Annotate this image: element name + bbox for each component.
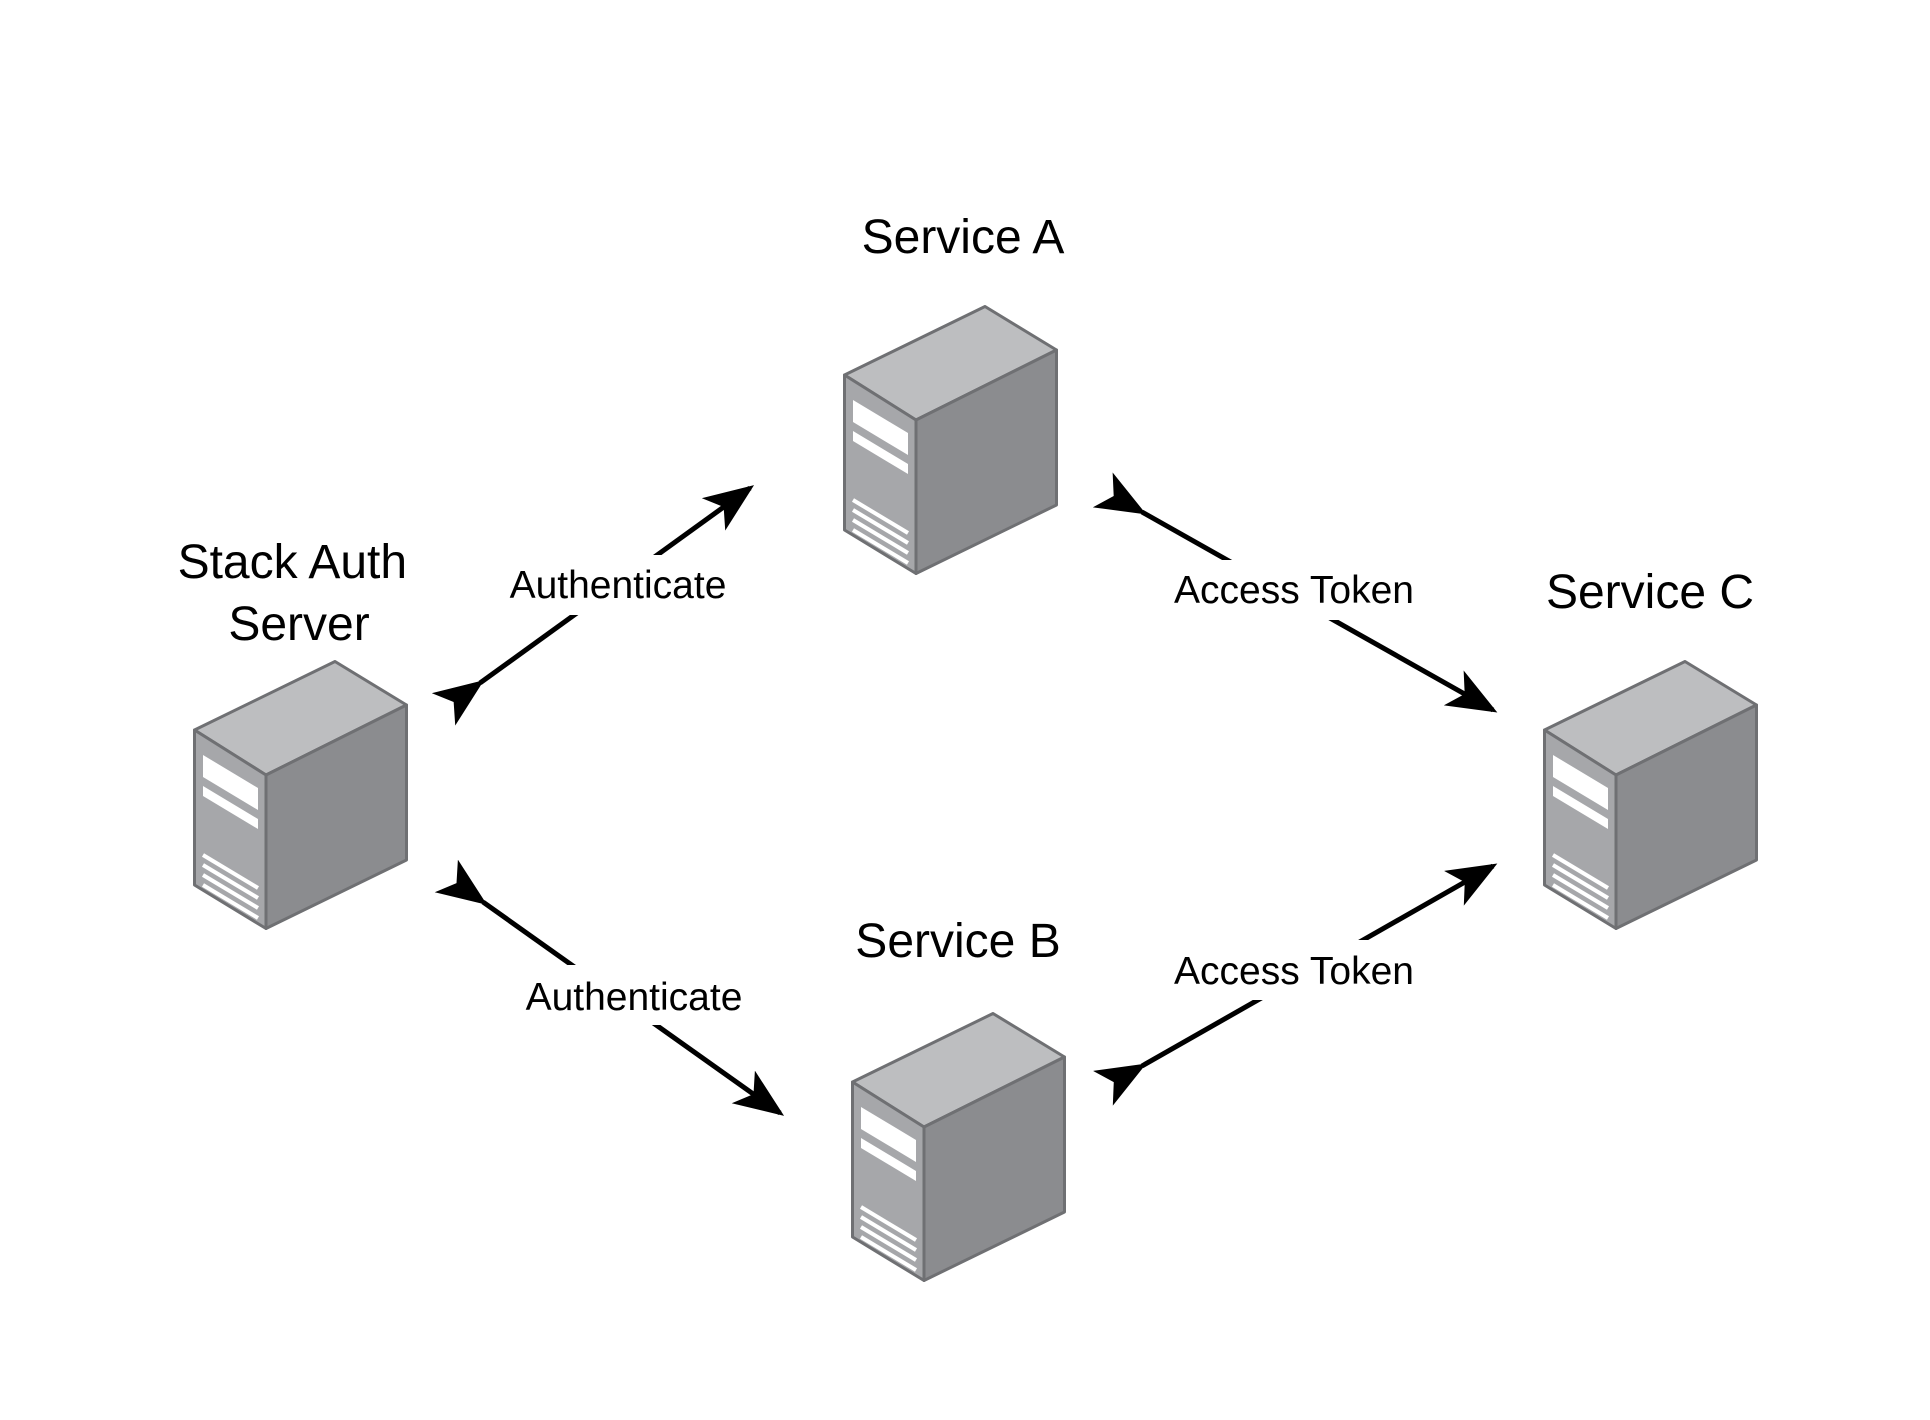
node-label-line-2: Server <box>228 598 369 651</box>
server-tower-icon <box>193 660 408 930</box>
node-stack-auth-server: Stack Auth Server <box>178 536 421 930</box>
node-label-service-a: Service A <box>862 211 1065 264</box>
node-label-line-1: Stack Auth <box>178 536 407 589</box>
edge-auth-to-service-b: Authenticate <box>434 859 785 1116</box>
node-service-b: Service B <box>851 915 1066 1282</box>
node-service-a: Service A <box>843 211 1065 575</box>
node-label-service-c: Service C <box>1546 566 1754 619</box>
edge-label-authenticate-bottom: Authenticate <box>526 976 743 1019</box>
server-tower-icon <box>851 1012 1066 1282</box>
edge-label-access-token-bottom: Access Token <box>1174 950 1414 993</box>
edge-service-b-to-service-c: Access Token <box>1093 863 1498 1106</box>
edge-auth-to-service-a: Authenticate <box>431 485 755 726</box>
node-label-stack-auth-server: Stack Auth Server <box>178 536 421 651</box>
edge-label-access-token-top: Access Token <box>1174 569 1414 612</box>
node-service-c: Service C <box>1543 566 1758 930</box>
server-tower-icon <box>1543 660 1758 930</box>
server-tower-icon <box>843 305 1058 575</box>
edge-service-a-to-service-c: Access Token <box>1092 472 1498 713</box>
node-label-service-b: Service B <box>855 915 1060 968</box>
edge-label-authenticate-top: Authenticate <box>510 564 727 607</box>
